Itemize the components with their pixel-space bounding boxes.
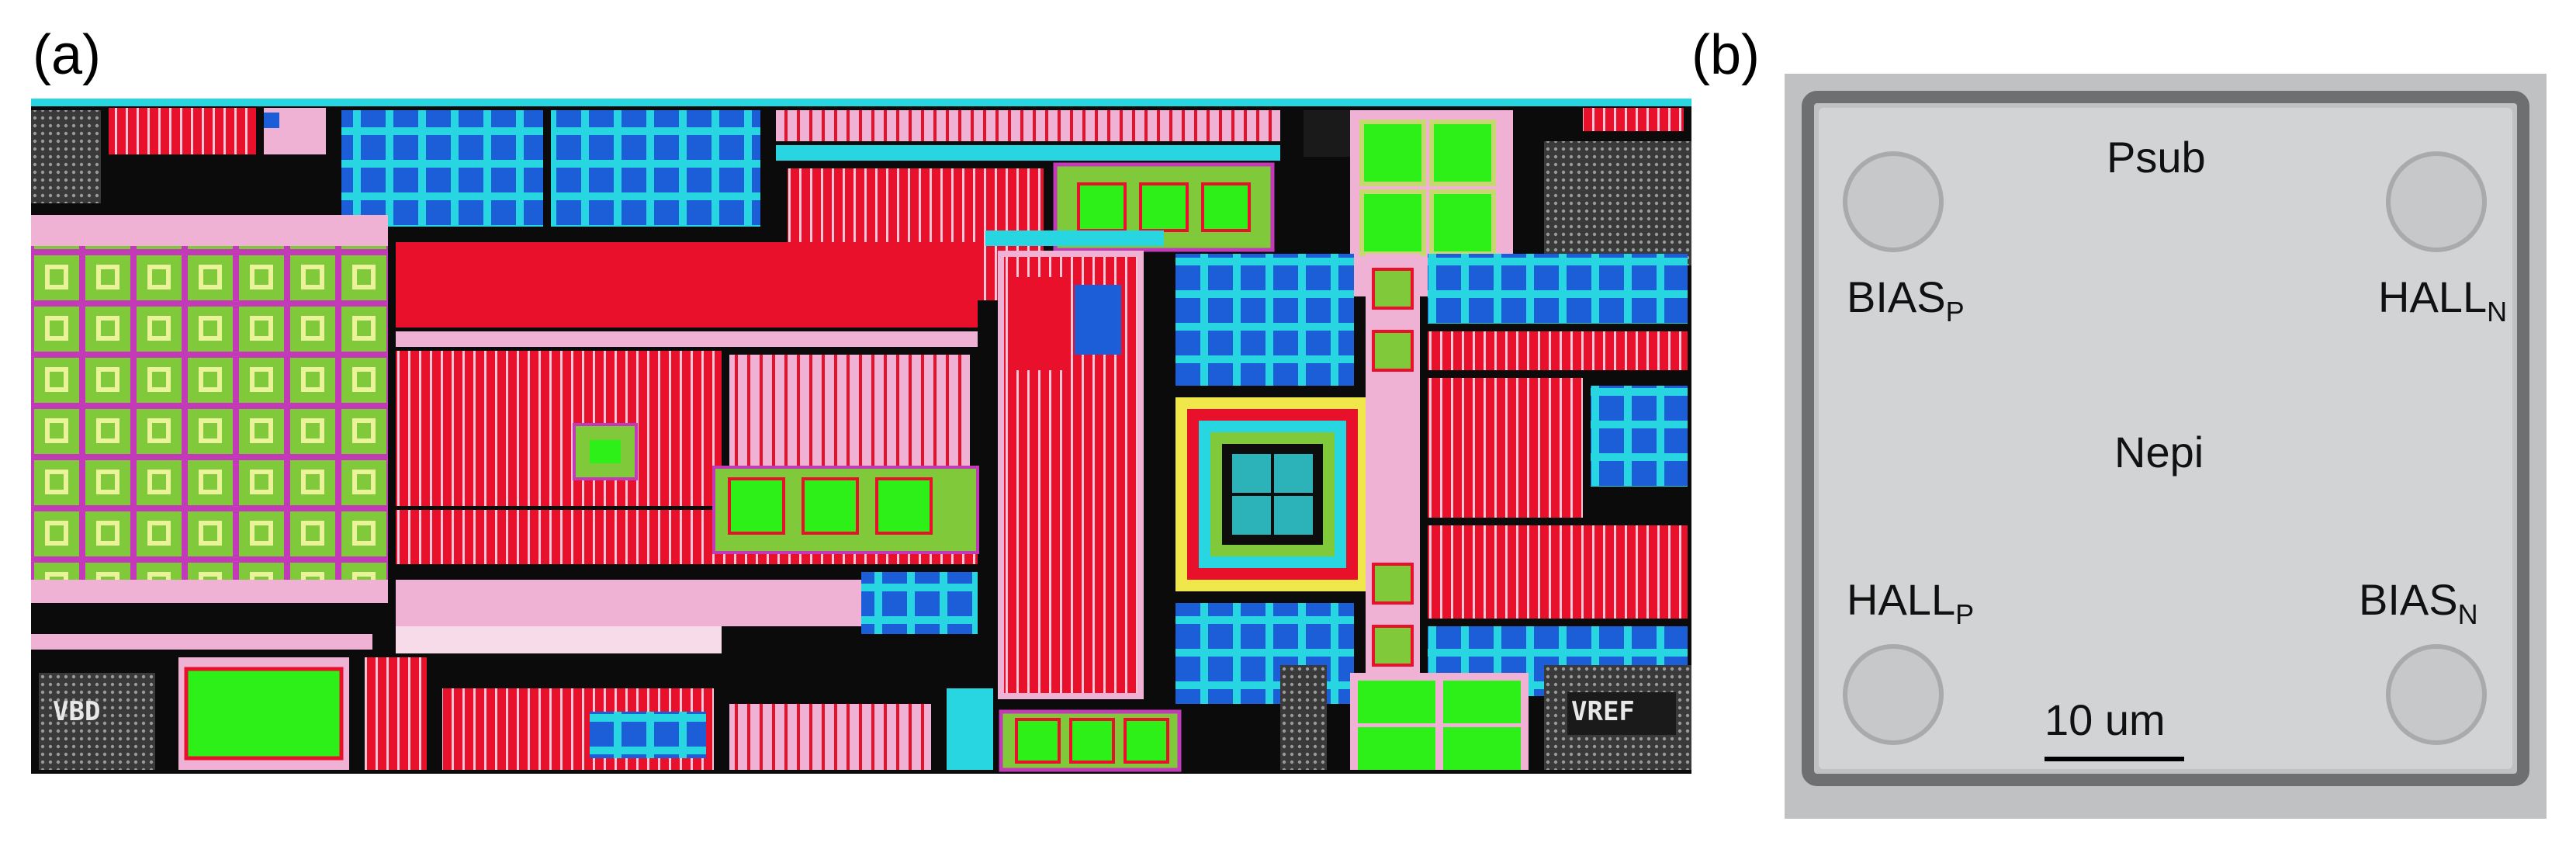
panel-a-label: (a) (33, 24, 101, 86)
pad-label-vbd: VBD (53, 696, 101, 727)
label-hall-n: HALLN (2378, 272, 2508, 327)
pad-dots (31, 110, 101, 203)
contact-hall-p (1843, 644, 1944, 745)
scale-bar-label: 10 um (2045, 695, 2166, 744)
contact-bias-p (1843, 151, 1944, 252)
pad-vbd (39, 673, 155, 770)
chip-layout-image: VBD VREF (31, 99, 1691, 774)
label-bias-p: BIASP (1847, 272, 1965, 327)
contact-bias-n (2386, 644, 2487, 745)
panel-b-label: (b) (1691, 24, 1760, 86)
label-nepi: Nepi (2114, 428, 2204, 477)
contact-hall-n (2386, 151, 2487, 252)
chip-layout-drawing (31, 99, 1691, 772)
green-cell-array (31, 246, 388, 580)
label-hall-p: HALLP (1847, 575, 1975, 630)
hall-sensor-micrograph: Psub BIASP HALLN Nepi HALLP BIASN 10 um (1785, 74, 2547, 819)
pad-label-vref: VREF (1571, 696, 1635, 727)
label-bias-n: BIASN (2359, 575, 2478, 630)
scale-bar (2045, 757, 2184, 761)
micrograph-drawing (1785, 74, 2547, 819)
label-psub: Psub (2107, 133, 2206, 182)
